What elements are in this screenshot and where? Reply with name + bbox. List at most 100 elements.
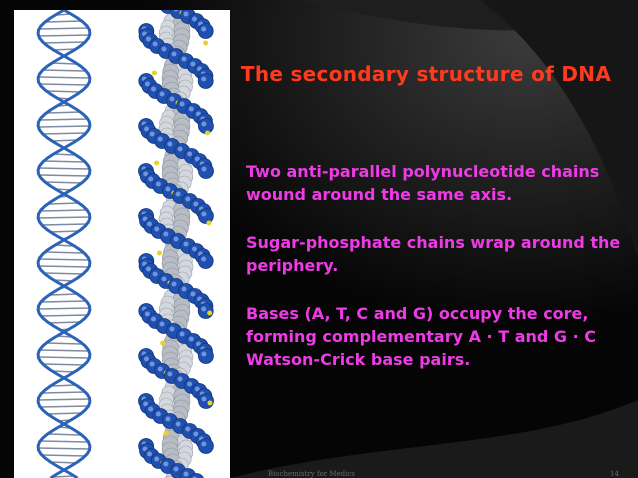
- atom-highlight: [190, 291, 196, 297]
- phosphorus-atom: [207, 310, 213, 316]
- paragraph-base-pairs: Bases (A, T, C and G) occupy the core, f…: [246, 304, 596, 369]
- base-pair-rung: [53, 153, 75, 156]
- phosphorus-atom: [154, 160, 160, 166]
- atom-highlight: [175, 191, 181, 197]
- backbone-strand: [36, 10, 92, 478]
- atom-highlight: [183, 471, 189, 477]
- phosphate-atom: [197, 253, 214, 269]
- atom-highlight: [161, 276, 167, 282]
- atom-highlight: [144, 356, 149, 362]
- base-pair-rung: [38, 447, 90, 450]
- dna-helix-drawing: [36, 10, 214, 478]
- atom-highlight: [188, 336, 194, 342]
- atom-highlight: [187, 151, 193, 157]
- atom-highlight: [181, 286, 187, 292]
- atom-highlight: [201, 441, 207, 447]
- atom-highlight: [175, 421, 181, 427]
- phosphorus-atom: [206, 220, 212, 226]
- atom-highlight: [167, 141, 173, 147]
- base-pair-rung: [38, 174, 90, 177]
- base-pair-rung: [38, 167, 90, 170]
- base-pair-rung: [46, 342, 82, 345]
- base-pair-rung: [53, 475, 75, 478]
- phosphorus-atom: [160, 340, 166, 346]
- atom-highlight: [155, 411, 161, 417]
- base-pair-rung: [42, 363, 86, 366]
- phosphorus-atom: [207, 400, 213, 406]
- atom-highlight: [181, 56, 187, 62]
- phosphorus-atom: [151, 70, 157, 76]
- atom-highlight: [149, 361, 155, 367]
- atom-highlight: [144, 126, 149, 132]
- atom-highlight: [171, 51, 177, 57]
- atom-highlight: [143, 401, 149, 407]
- base-pair-rung: [47, 433, 81, 436]
- phosphorus-atom: [163, 430, 169, 436]
- atom-highlight: [151, 316, 156, 322]
- base-pair-rung: [46, 20, 82, 23]
- phosphate-atom: [198, 163, 214, 179]
- base-pair-rung: [47, 111, 81, 114]
- atom-highlight: [193, 431, 199, 437]
- atom-highlight: [187, 381, 193, 387]
- atom-highlight: [173, 466, 179, 472]
- paragraph-antiparallel-chains: Two anti-parallel polynucleotide chains …: [246, 162, 600, 204]
- atom-highlight: [194, 386, 200, 392]
- atom-highlight: [194, 156, 200, 162]
- base-pair-rung: [38, 76, 90, 79]
- atom-highlight: [154, 456, 160, 462]
- atom-highlight: [177, 146, 183, 152]
- base-pair-rung: [38, 34, 90, 37]
- atom-highlight: [201, 351, 207, 357]
- atom-highlight: [188, 106, 194, 112]
- atom-highlight: [169, 96, 175, 102]
- atom-highlight: [183, 11, 189, 17]
- base-pair-rung: [39, 27, 89, 30]
- dna-helix-image: [14, 10, 230, 478]
- atom-highlight: [165, 186, 171, 192]
- atom-highlight: [163, 231, 169, 237]
- atom-highlight: [148, 406, 154, 412]
- atom-highlight: [167, 371, 173, 377]
- base-pair-rung: [51, 62, 77, 65]
- atom-highlight: [192, 16, 197, 22]
- phosphate-atom: [197, 73, 214, 89]
- base-pair-rung: [41, 300, 87, 303]
- atom-highlight: [161, 46, 167, 52]
- atom-highlight: [193, 201, 199, 207]
- base-pair-rung: [42, 391, 86, 394]
- atom-highlight: [157, 366, 163, 372]
- atom-highlight: [192, 246, 197, 252]
- atom-highlight: [179, 331, 185, 337]
- footer-text: Biochemistry for Medics: [268, 470, 355, 478]
- base-pair-rung: [47, 321, 81, 324]
- atom-highlight: [154, 226, 160, 232]
- base-pair-rung: [38, 265, 90, 268]
- atom-highlight: [185, 426, 191, 432]
- atom-highlight: [201, 306, 207, 312]
- atom-highlight: [201, 166, 207, 172]
- atom-highlight: [144, 81, 150, 87]
- atom-highlight: [151, 86, 156, 92]
- phosphate-atom: [189, 473, 204, 478]
- atom-highlight: [159, 321, 165, 327]
- base-pair-rung: [43, 272, 85, 275]
- atom-highlight: [143, 171, 149, 177]
- atom-highlight: [190, 61, 196, 67]
- base-pair-rung: [55, 244, 73, 247]
- base-pair-rung: [42, 69, 86, 72]
- atom-highlight: [173, 236, 179, 242]
- base-pair-rung: [46, 412, 82, 415]
- base-pair-rung: [50, 461, 78, 464]
- phosphorus-atom: [205, 130, 210, 136]
- base-pair-rung: [38, 125, 90, 128]
- base-pair-rung: [38, 307, 90, 310]
- atom-highlight: [155, 181, 161, 187]
- atom-highlight: [201, 211, 207, 217]
- atom-highlight: [183, 241, 189, 247]
- atom-highlight: [169, 326, 175, 332]
- base-pair-rung: [46, 90, 82, 93]
- slide-body: Two anti-parallel polynucleotide chains …: [246, 160, 632, 396]
- paragraph-sugar-phosphate: Sugar-phosphate chains wrap around the p…: [246, 233, 621, 275]
- atom-highlight: [185, 196, 191, 202]
